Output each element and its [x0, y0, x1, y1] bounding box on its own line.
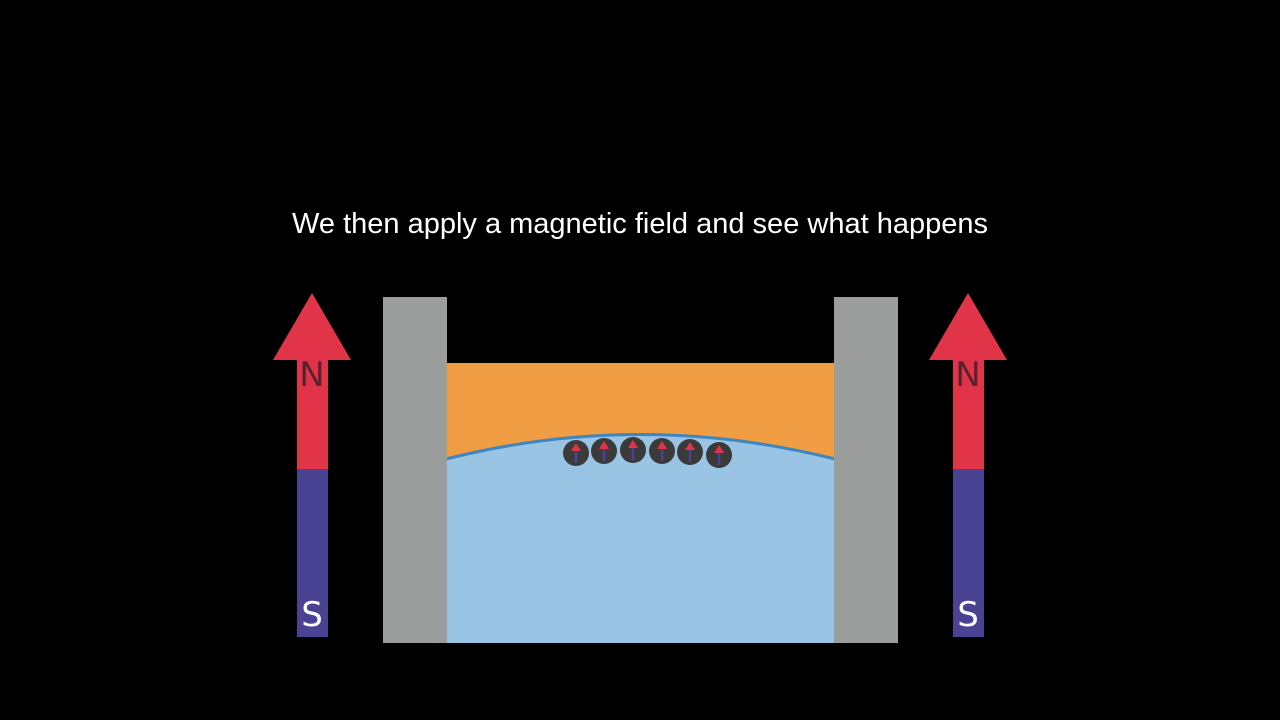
particle — [677, 439, 703, 465]
particle — [649, 438, 675, 464]
spin-up-arrow-icon — [628, 440, 638, 460]
particles — [563, 437, 732, 468]
right-magnet-north-half — [953, 358, 984, 469]
right-container-wall — [834, 297, 898, 643]
spin-up-arrow-icon — [599, 441, 609, 461]
fluid-interface-line — [445, 433, 836, 461]
right-magnet: N S — [929, 293, 1007, 637]
right-magnet-south-label: S — [957, 595, 979, 635]
spin-up-arrow-icon — [714, 445, 724, 465]
left-magnet-south-label: S — [301, 595, 323, 635]
lower-fluid-layer — [446, 434, 835, 643]
left-magnet-north-label: N — [299, 355, 324, 395]
particle — [706, 442, 732, 468]
left-magnet-south-half — [297, 469, 328, 637]
particle — [591, 438, 617, 464]
spin-up-arrow-icon — [685, 442, 695, 462]
particle — [563, 440, 589, 466]
spin-up-arrow-icon — [571, 443, 581, 463]
spin-up-arrow-icon — [657, 441, 667, 461]
right-magnet-arrowhead — [929, 293, 1007, 360]
right-magnet-south-half — [953, 469, 984, 637]
left-magnet-arrowhead — [273, 293, 351, 360]
container — [383, 297, 898, 643]
left-magnet: N S — [273, 293, 351, 637]
particle — [620, 437, 646, 463]
left-magnet-north-half — [297, 358, 328, 469]
slide-caption: We then apply a magnetic field and see w… — [292, 208, 988, 240]
left-container-wall — [383, 297, 447, 643]
right-magnet-north-label: N — [955, 355, 980, 395]
